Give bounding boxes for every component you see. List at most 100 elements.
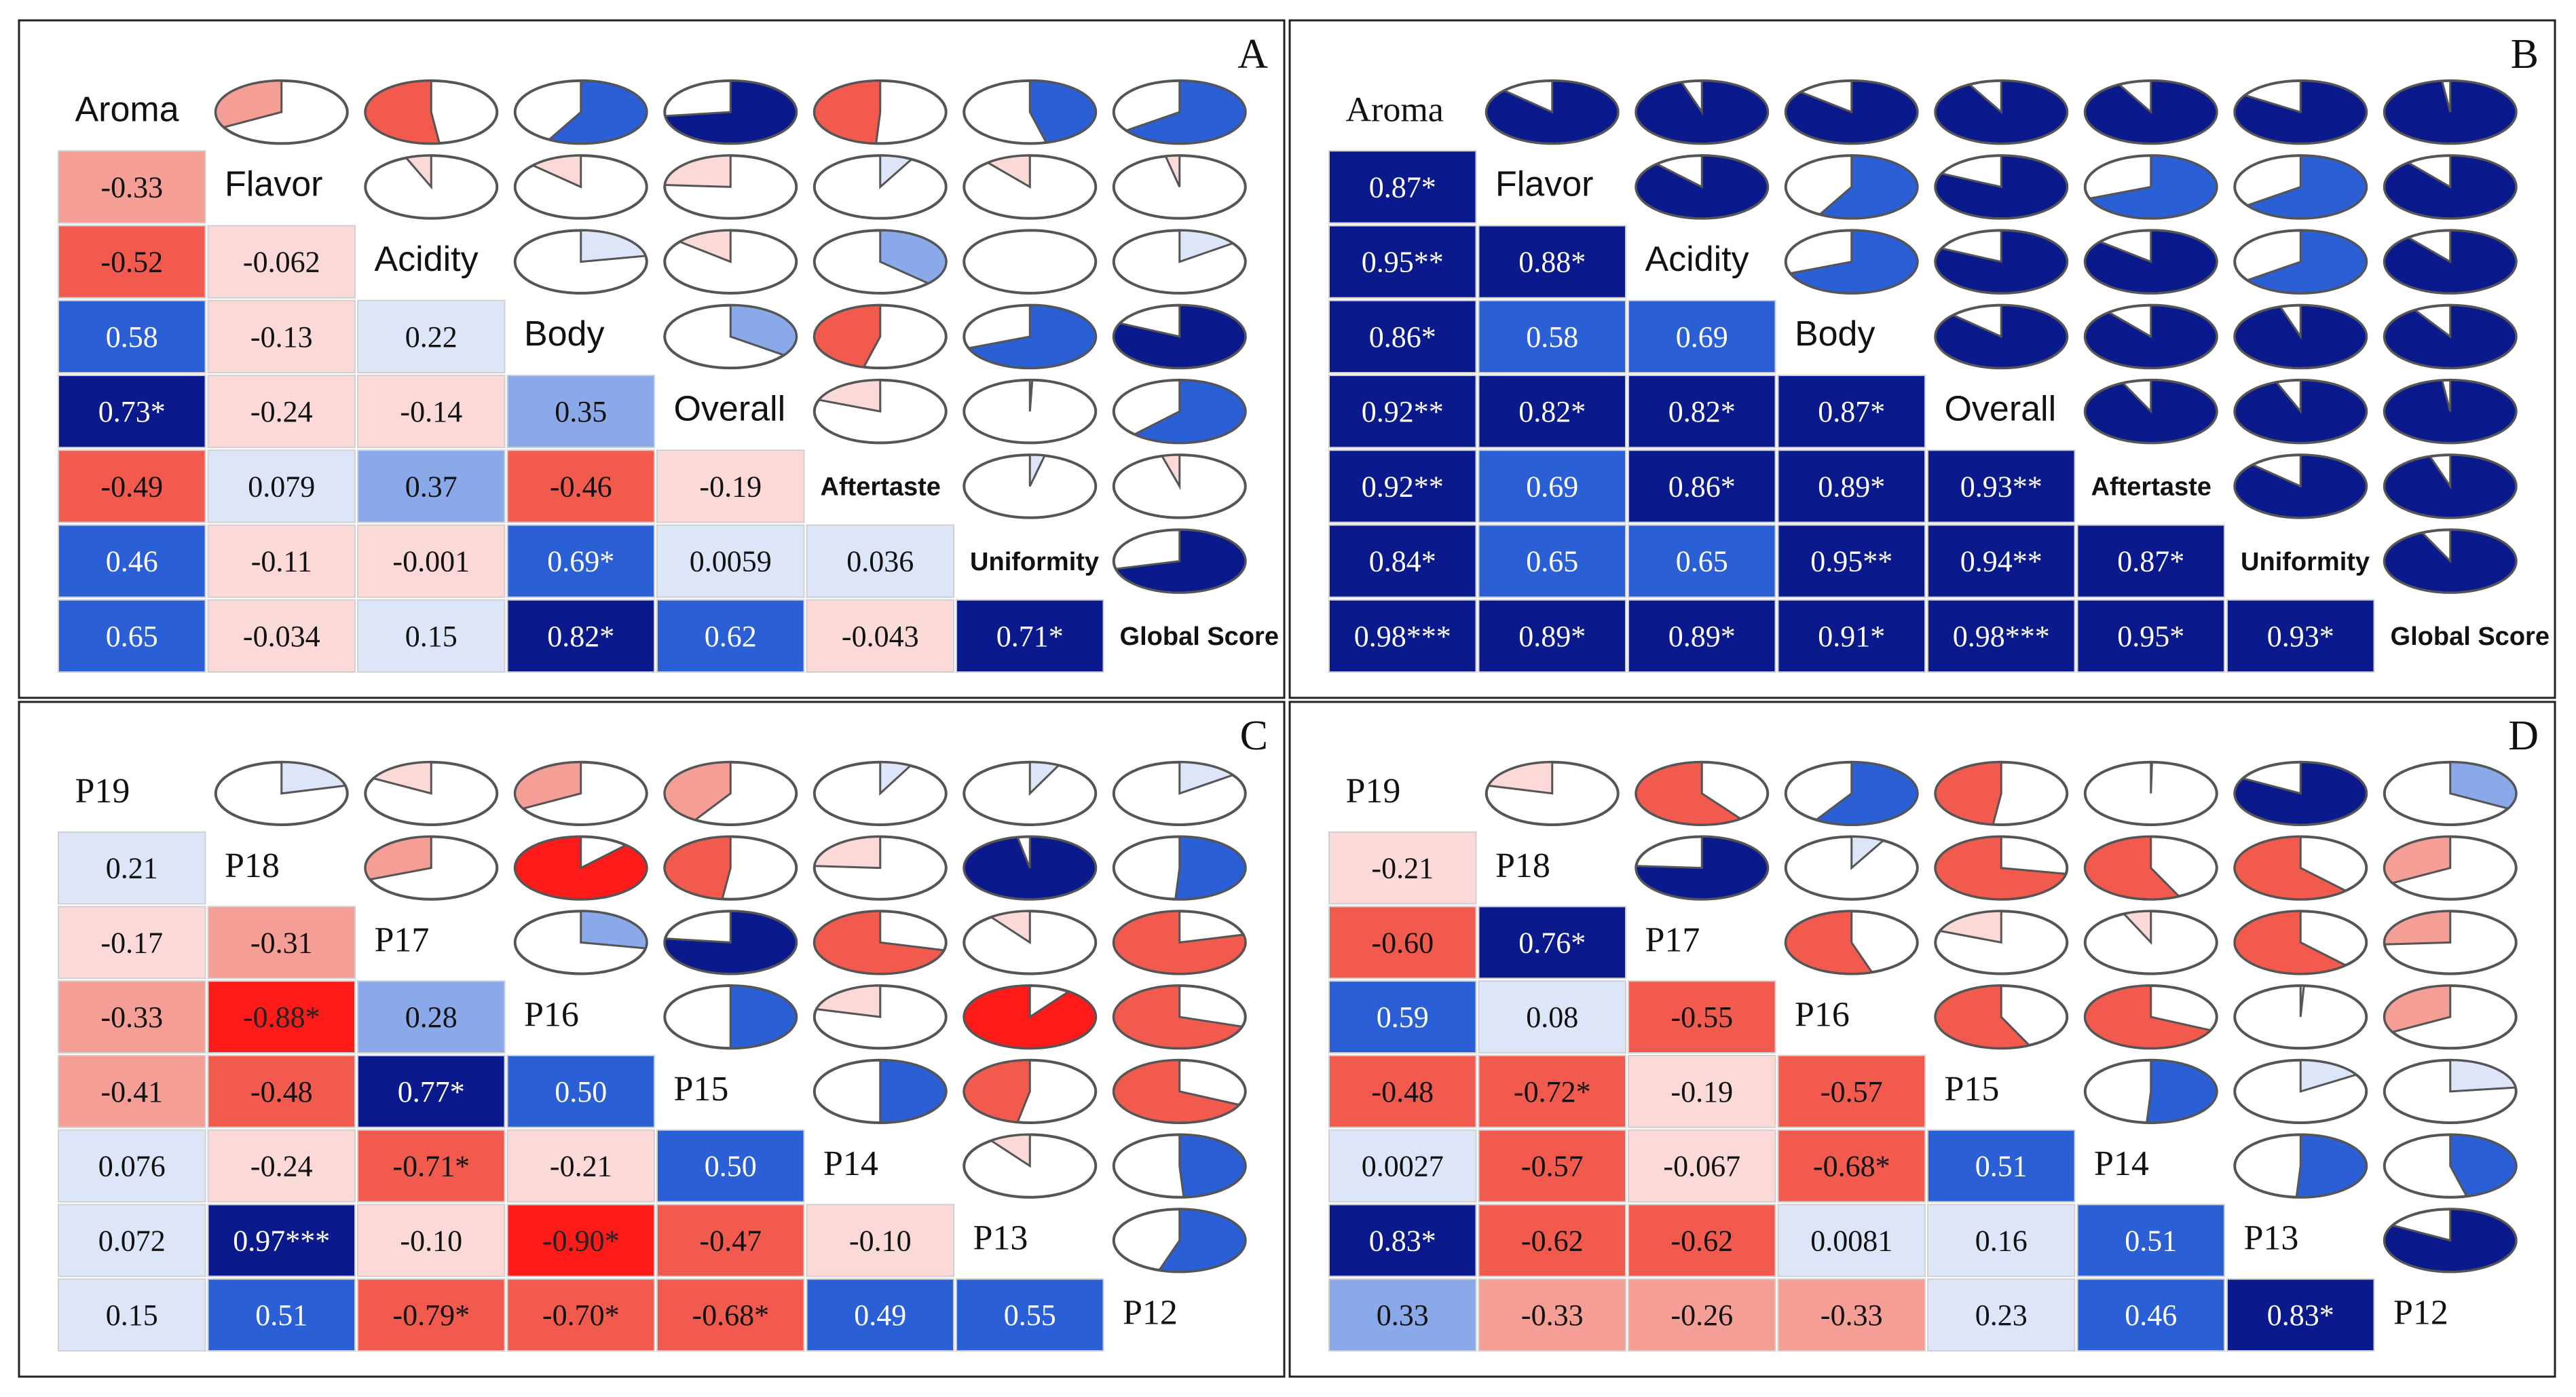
pie-wedge	[2383, 154, 2518, 220]
cell-fill	[1777, 1278, 1926, 1352]
correlation-cell: 0.69	[1478, 449, 1626, 523]
correlation-pie	[1112, 79, 1247, 145]
cell-fill	[1927, 599, 2076, 673]
pie-wedge	[2145, 1059, 2218, 1124]
correlation-pie	[2083, 229, 2218, 295]
correlation-cell: 0.16	[1927, 1204, 2076, 1278]
pie-wedge	[280, 761, 348, 795]
correlation-pie	[2383, 760, 2518, 826]
cell-value: 0.58	[106, 320, 158, 354]
correlation-pie	[1784, 229, 1919, 295]
cell-value: -0.68*	[1813, 1150, 1890, 1183]
variable-label: Uniformity	[2241, 548, 2370, 576]
cell-fill	[1628, 1278, 1776, 1352]
pie-wedge	[1938, 910, 2002, 944]
pie-wedge	[1123, 79, 1247, 145]
correlation-pie	[2083, 79, 2218, 145]
cell-fill	[1628, 980, 1776, 1054]
pie-wedge	[1934, 154, 2068, 220]
pie-wedge	[815, 984, 882, 1018]
cell-value: -0.062	[243, 246, 320, 279]
correlation-pie	[364, 760, 499, 826]
correlation-cell: 0.94**	[1927, 524, 2076, 598]
pie-wedge	[2233, 79, 2368, 145]
cell-fill	[357, 1129, 506, 1203]
cell-fill	[207, 375, 356, 449]
cell-fill	[357, 299, 506, 373]
pie-wedge	[2233, 304, 2368, 369]
cell-fill	[1628, 524, 1776, 598]
cell-value: -0.49	[100, 470, 163, 503]
correlation-cell: 0.91*	[1777, 599, 1926, 673]
variable-label: P17	[1645, 921, 1700, 960]
cell-fill	[506, 1278, 655, 1352]
variable-label: Aftertaste	[821, 473, 941, 502]
cell-value: 0.97***	[233, 1224, 330, 1257]
pie-wedge	[2383, 79, 2518, 145]
pie-wedge	[364, 79, 441, 145]
correlation-pie	[2233, 984, 2368, 1050]
correlation-pie	[1112, 154, 1247, 220]
correlation-cell: -0.33	[58, 980, 206, 1054]
cell-value: 0.49	[854, 1299, 906, 1332]
cell-value: 0.0027	[1362, 1150, 1444, 1183]
pie-wedge	[2150, 761, 2153, 794]
correlation-pie	[963, 378, 1098, 445]
cell-value: -0.10	[400, 1224, 462, 1257]
correlation-cell: -0.001	[357, 524, 506, 598]
cell-fill	[1628, 599, 1776, 673]
pie-wedge	[1178, 229, 1235, 263]
correlation-pie	[2083, 303, 2218, 370]
correlation-cell: 0.71*	[956, 599, 1104, 673]
cell-fill	[1328, 1278, 1477, 1352]
cell-value: -0.14	[400, 395, 462, 428]
correlation-cell: 0.46	[58, 524, 206, 598]
cell-value: 0.89*	[1818, 470, 1885, 503]
variable-label: P18	[225, 846, 280, 885]
cell-fill	[656, 524, 805, 598]
correlation-cell: 0.51	[1927, 1129, 2076, 1203]
cell-fill	[1328, 375, 1477, 449]
cell-value: 0.55	[1004, 1299, 1056, 1332]
pie-wedge	[1487, 761, 1554, 795]
pie-wedge	[963, 984, 1097, 1049]
correlation-pie	[2233, 303, 2368, 370]
cell-value: 0.35	[555, 395, 607, 428]
pie-wedge	[1178, 761, 1235, 795]
correlation-pie	[1112, 1208, 1247, 1273]
cell-value: 0.65	[1676, 545, 1728, 578]
cell-value: -0.001	[392, 545, 470, 578]
cell-fill	[1478, 449, 1626, 523]
cell-fill	[58, 906, 206, 980]
pie-wedge	[2383, 910, 2452, 946]
cell-fill	[1478, 225, 1626, 299]
correlation-cell: -0.10	[806, 1204, 954, 1278]
correlation-cell: 0.0027	[1328, 1129, 1477, 1203]
cell-fill	[1927, 1278, 2076, 1352]
pie-wedge	[530, 154, 582, 189]
correlation-pie	[963, 154, 1098, 220]
cell-fill	[1927, 524, 2076, 598]
variable-label: Acidity	[1645, 240, 1749, 279]
pie-wedge	[2084, 304, 2218, 369]
pie-wedge	[813, 79, 882, 145]
pie-wedge	[2084, 229, 2218, 295]
pie-wedge	[1788, 229, 1919, 295]
correlation-pie	[1112, 1133, 1247, 1199]
cell-value: 0.62	[705, 620, 757, 653]
cell-fill	[1328, 980, 1477, 1054]
cell-value: -0.62	[1521, 1224, 1584, 1257]
cell-fill	[506, 1204, 655, 1278]
cell-value: -0.10	[849, 1224, 912, 1257]
correlation-cell: -0.24	[207, 1129, 356, 1203]
cell-value: 0.08	[1526, 1001, 1578, 1034]
variable-label: P13	[2243, 1219, 2298, 1258]
correlation-cell: 0.93*	[2226, 599, 2375, 673]
cell-value: -0.19	[699, 470, 762, 503]
correlation-cell: 0.62	[656, 599, 805, 673]
correlation-pie	[513, 835, 648, 901]
correlation-cell: 0.95*	[2076, 599, 2225, 673]
correlation-pie	[963, 79, 1098, 145]
correlation-pie	[2383, 453, 2518, 519]
